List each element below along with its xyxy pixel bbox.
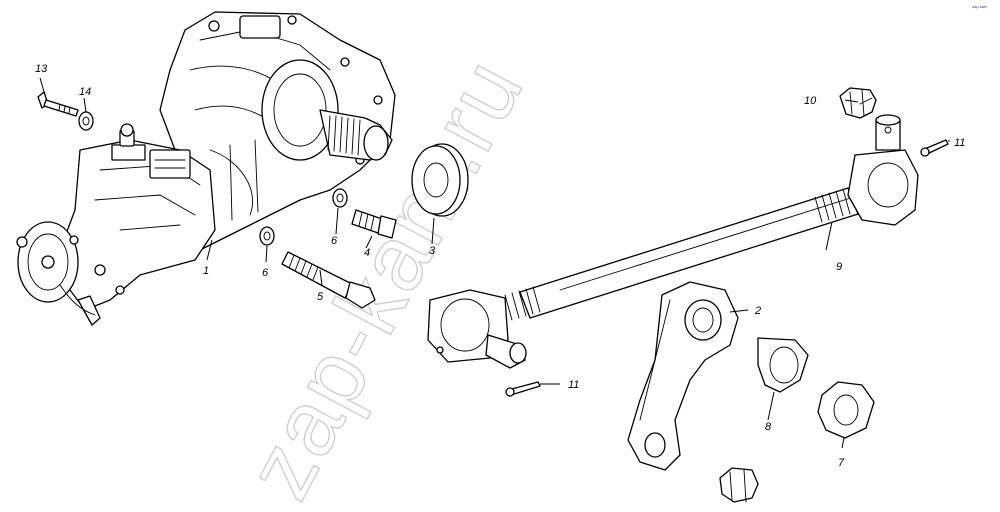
callout-1: 1 [203,265,209,277]
cotter-pin-11b [505,381,541,397]
washer-6a [332,188,348,208]
callout-labels: 13 14 1 6 5 6 4 3 9 10 11 2 8 7 11 [35,63,965,469]
bolt-5 [281,251,376,309]
callout-3: 3 [429,245,436,257]
callout-6a: 6 [331,235,338,247]
washer-14 [78,111,94,131]
seal-ring-3 [411,143,469,217]
callout-5: 5 [317,291,324,303]
callout-13: 13 [35,63,48,75]
hex-nut-7 [817,381,875,439]
callout-8: 8 [765,421,772,433]
castle-nut-bottom [719,467,759,503]
callout-11a: 11 [954,137,965,149]
castle-nut-10 [839,87,877,119]
callout-9: 9 [836,261,842,273]
drag-link-9 [427,114,919,369]
cotter-pin-11a [920,139,949,157]
pitman-arm-2 [627,281,739,471]
callout-14: 14 [79,86,91,98]
bolt-4 [351,209,397,239]
callout-7: 7 [838,457,845,469]
callout-2: 2 [754,305,761,317]
callout-6b: 6 [262,267,269,279]
callout-10: 10 [804,95,817,107]
steering-gear-housing [16,11,396,326]
callout-11b: 11 [568,379,579,391]
washer-6b [259,226,275,246]
corner-mark: zap-kam [972,4,988,9]
leader-lines [39,77,950,449]
callout-4: 4 [364,247,370,259]
bolt-13 [37,91,79,117]
lock-washer-8 [757,337,809,393]
